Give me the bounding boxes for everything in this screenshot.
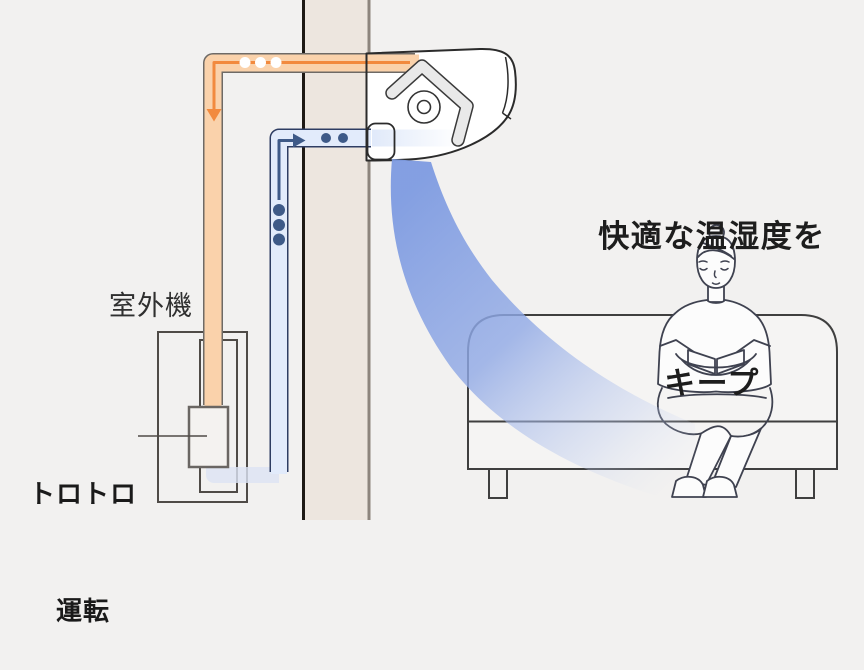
cool-pipe [269, 128, 371, 474]
airflow-stream [390, 159, 697, 505]
outdoor-unit-frame [157, 331, 248, 503]
headline-line1: 快適な温湿度を [598, 219, 826, 254]
headline: 快適な温湿度を キープ [558, 114, 864, 457]
unit-panel-seam [501, 56, 509, 114]
indoor-cool-band [372, 129, 458, 147]
warm-flow-arrowhead-icon [206, 109, 222, 122]
lap-line [667, 393, 767, 399]
scene-canvas [138, 0, 838, 520]
headline-line2: キープ [664, 366, 760, 401]
right-shin [711, 427, 762, 488]
cool-flow-arrow [277, 139, 294, 200]
warm-pipe [203, 53, 419, 407]
heat-exchanger-icon [385, 59, 474, 147]
pipe-connection-box [366, 122, 396, 161]
cool-flow-arrowhead-icon [293, 133, 306, 148]
unit-louver-flap [502, 112, 512, 120]
operation-label-line2: 運転 [55, 596, 110, 626]
fan-icon [407, 90, 441, 124]
hair-strand [702, 242, 732, 257]
operation-label-line1: トロトロ [28, 479, 137, 509]
outdoor-unit-label: 室外機 [109, 291, 193, 321]
face [698, 260, 730, 285]
warm-flow-dots [239, 57, 282, 68]
room-wall [302, 0, 371, 520]
compressor [187, 405, 230, 469]
warm-flow-arrow [212, 61, 410, 110]
cool-flow-dots [273, 133, 348, 246]
sofa-leg-right [795, 468, 815, 499]
head [696, 235, 736, 289]
wall-fill [304, 0, 368, 520]
operation-label: トロトロ 運転 [24, 397, 142, 670]
sofa-leg-left [488, 468, 508, 499]
cool-pipe-connector [206, 466, 279, 483]
right-shoe [702, 475, 738, 498]
air-conditioning-diagram: 快適な温湿度を キープ 室外機 トロトロ 運転 [29, 0, 864, 626]
left-shin [685, 425, 732, 486]
